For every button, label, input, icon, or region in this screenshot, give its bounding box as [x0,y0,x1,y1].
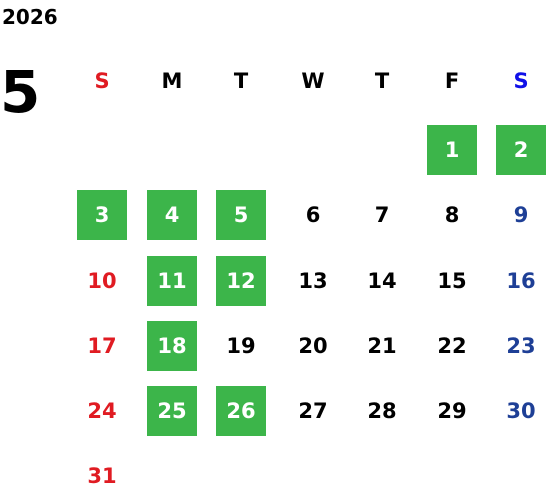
weekday-header-monday: M [161,69,183,93]
calendar-day-highlighted[interactable]: 4 [147,190,197,240]
calendar-day-highlighted[interactable]: 5 [216,190,266,240]
calendar-day[interactable]: 31 [87,464,117,488]
calendar-day-highlighted[interactable]: 3 [77,190,127,240]
calendar-day[interactable]: 23 [506,334,536,358]
calendar-day[interactable]: 13 [298,269,328,293]
calendar-day[interactable]: 24 [87,399,117,423]
year-label: 2026 [2,5,58,29]
weekday-header-sunday: S [94,69,110,93]
calendar-day[interactable]: 14 [367,269,397,293]
calendar-day[interactable]: 7 [374,203,390,227]
calendar-day-highlighted[interactable]: 26 [216,386,266,436]
calendar-day[interactable]: 22 [437,334,467,358]
weekday-header-tuesday: T [233,69,249,93]
calendar-day[interactable]: 27 [298,399,328,423]
calendar-day-highlighted[interactable]: 18 [147,321,197,371]
calendar-day-highlighted[interactable]: 25 [147,386,197,436]
calendar-day[interactable]: 29 [437,399,467,423]
calendar-day[interactable]: 8 [444,203,460,227]
calendar-day[interactable]: 6 [305,203,321,227]
calendar-day[interactable]: 15 [437,269,467,293]
calendar-day[interactable]: 19 [226,334,256,358]
calendar-day[interactable]: 9 [513,203,529,227]
weekday-header-friday: F [444,69,460,93]
calendar-day-highlighted[interactable]: 12 [216,256,266,306]
calendar-day[interactable]: 30 [506,399,536,423]
month-number: 5 [0,58,41,126]
calendar-day[interactable]: 10 [87,269,117,293]
calendar-day-highlighted[interactable]: 2 [496,125,546,175]
calendar-day[interactable]: 20 [298,334,328,358]
weekday-header-wednesday: W [301,69,325,93]
calendar-day[interactable]: 17 [87,334,117,358]
calendar-day[interactable]: 16 [506,269,536,293]
calendar-day[interactable]: 21 [367,334,397,358]
weekday-header-saturday: S [513,69,529,93]
calendar-day-highlighted[interactable]: 1 [427,125,477,175]
weekday-header-thursday: T [374,69,390,93]
calendar-day-highlighted[interactable]: 11 [147,256,197,306]
calendar-day[interactable]: 28 [367,399,397,423]
